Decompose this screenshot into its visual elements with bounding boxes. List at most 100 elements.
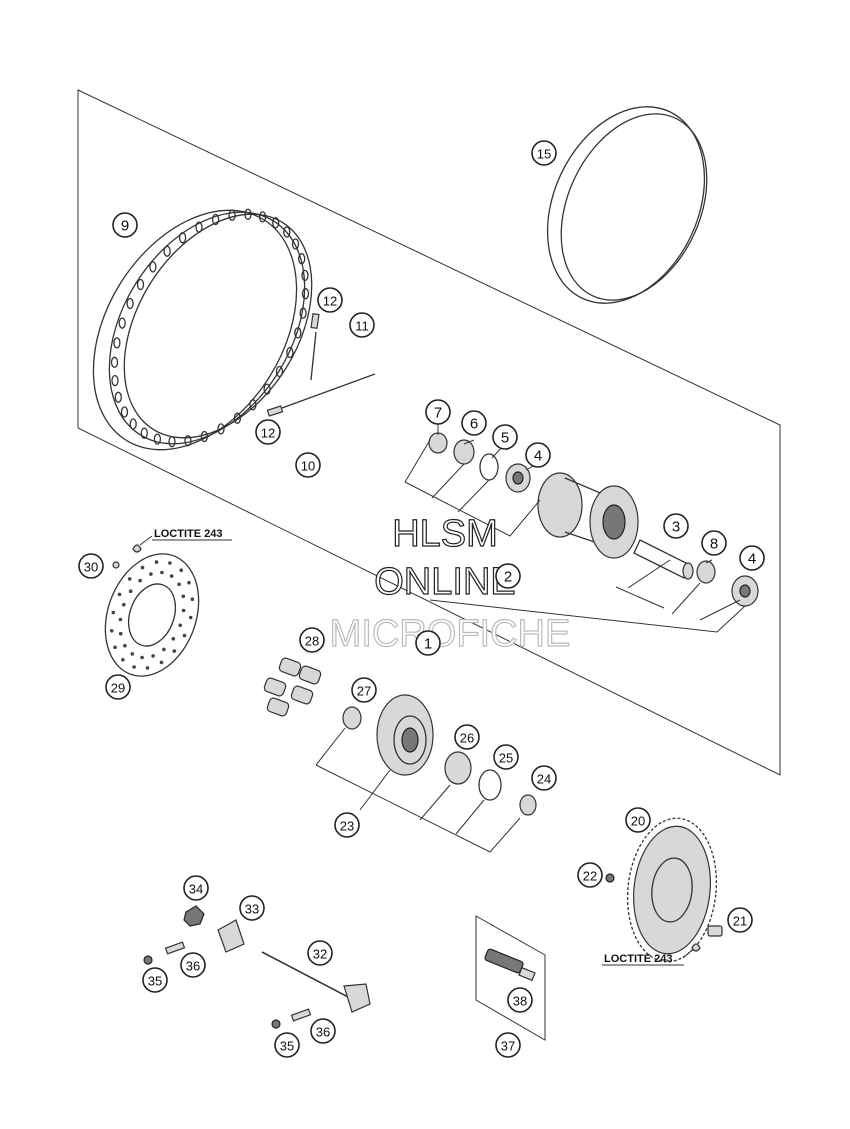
disc-hole [128,589,133,593]
callout-circle [701,530,727,556]
callout-c26: 26 [454,724,480,750]
callout-circle [493,744,519,770]
disc-hole [171,637,176,641]
disc-hole [159,660,164,665]
callout-circle [577,862,603,888]
hub-leaders [404,423,746,633]
disc-hole [160,570,164,575]
chain-adjuster-33 [217,919,245,953]
callout-label: 11 [355,319,369,334]
callout-circle [425,399,451,425]
disc-hole [181,594,186,599]
wheel-rim [92,208,313,451]
callout-c15: 15 [531,140,557,166]
callout-circle [525,442,551,468]
callout-label: 3 [672,519,680,536]
callout-label: 23 [340,819,354,834]
callout-circle [317,287,343,313]
callout-c21: 21 [727,907,753,933]
callout-label: 15 [537,147,551,162]
rim-hole [294,327,302,339]
callout-c29: 29 [105,674,131,700]
rim-hole [111,374,119,387]
callout-label: 8 [710,536,718,553]
callout-circle [495,563,521,589]
rim-hole [114,391,122,403]
callout-label: 35 [280,1039,294,1054]
disc-hole [181,608,186,613]
watermark-line2: ONLINE [374,561,515,603]
disc-hole [122,602,126,607]
callout-c22: 22 [577,862,603,888]
disc-hole [187,580,191,585]
disc-hole [154,560,159,564]
callout-label: 10 [301,459,315,474]
callout-label: 22 [583,869,597,884]
disc-hole [168,561,172,565]
callout-label: 1 [424,636,432,653]
callout-c8: 8 [701,530,727,556]
callout-circle [334,812,360,838]
callout-c25: 25 [493,744,519,770]
callout-circle [307,940,333,966]
bearings-spacers [428,432,759,607]
callout-c35b: 35 [274,1032,300,1058]
callout-c28: 28 [299,627,325,653]
callout-circle [625,807,651,833]
chain-38 [484,948,536,982]
callout-c34: 34 [183,875,209,901]
rim-hole [129,418,137,430]
callout-c38: 38 [507,987,533,1013]
chain-frame [475,915,546,1041]
rim-hole [120,406,129,418]
callout-circle [531,765,557,791]
callout-label: 5 [501,430,509,447]
rim-hole [275,365,284,378]
nut-35-left [143,955,153,965]
disc-hole [127,577,132,581]
disc-hole [130,652,135,656]
callout-circle [663,513,689,539]
sprocket-bolt [707,925,723,937]
callout-circle [461,410,487,436]
hub-assembly [537,472,639,559]
disc-hole [138,578,142,583]
rim-hole [118,317,126,329]
disc-hole [132,665,136,669]
callout-label: 4 [534,448,542,465]
carrier-bushing [342,706,362,730]
disc-hole [121,658,125,662]
disc-bolt [112,561,120,569]
callout-c20: 20 [625,807,651,833]
callout-label: 34 [189,882,203,897]
callout-label: 29 [111,681,125,696]
callout-circle [351,677,377,703]
rim-hole [195,221,203,233]
disc-hole [188,615,193,620]
callout-label: 32 [313,947,327,962]
tire-band [546,106,708,304]
callout-c7: 7 [425,399,451,425]
callout-c1: 1 [415,630,441,656]
callout-circle [180,952,206,978]
sprocket-carrier [376,694,434,776]
disc-hole [145,666,150,670]
callout-c24: 24 [531,765,557,791]
loctite-drop-sprocket [691,943,701,952]
loctite-note-disc: LOCTITE 243 [154,528,222,540]
callout-c10: 10 [295,452,321,478]
rim-hole [113,337,121,349]
rim-hole [298,253,306,265]
callout-c6: 6 [461,410,487,436]
callout-label: 9 [121,218,129,235]
callout-circle [507,987,533,1013]
disc-hole [113,645,117,650]
rim-hole [126,297,134,310]
nut-35-right [271,1019,281,1029]
callout-circle [531,140,557,166]
callout-c37: 37 [495,1032,521,1058]
disc-hole [149,572,153,576]
callout-c35a: 35 [142,967,168,993]
rim-hole [258,211,267,223]
